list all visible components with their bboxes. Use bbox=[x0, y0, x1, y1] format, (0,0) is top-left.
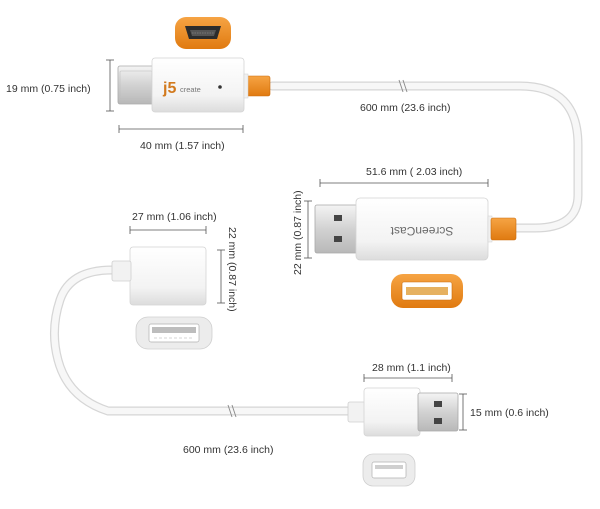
top-cable bbox=[267, 79, 583, 233]
cable-length-bottom-label: 600 mm (23.6 inch) bbox=[183, 444, 273, 456]
usb-female-length-label: 27 mm (1.06 inch) bbox=[132, 211, 217, 223]
usb-female-height-dimension: 22 mm (0.87 inch) bbox=[217, 227, 238, 312]
usb-female-body bbox=[129, 246, 207, 306]
j5create-logo: j5 bbox=[162, 80, 176, 97]
cable-length-top-label: 600 mm (23.6 inch) bbox=[360, 102, 450, 114]
hdmi-strain-relief bbox=[245, 75, 271, 97]
usb-a-port-icon bbox=[391, 274, 463, 308]
usb-male-height-dimension: 15 mm (0.6 inch) bbox=[459, 393, 549, 431]
hdmi-connector: j5 create bbox=[117, 57, 271, 113]
screencast-label: ScreenCast bbox=[390, 224, 453, 238]
usb-female-height-label: 22 mm (0.87 inch) bbox=[226, 227, 238, 312]
j5create-logo-suffix: create bbox=[180, 85, 201, 94]
dongle-length-label: 51.6 mm ( 2.03 inch) bbox=[366, 166, 462, 178]
bottom-cable bbox=[50, 265, 355, 418]
usb-male-height-label: 15 mm (0.6 inch) bbox=[470, 407, 549, 419]
dongle-usb-plug bbox=[314, 204, 360, 254]
usb-male-length-label: 28 mm (1.1 inch) bbox=[372, 362, 451, 374]
dongle-strain-relief bbox=[490, 217, 517, 241]
usb-female-connector bbox=[111, 246, 207, 306]
usb-male-plug bbox=[417, 392, 459, 432]
cable-break-mark-bottom bbox=[227, 404, 237, 418]
hdmi-metal-plug bbox=[117, 65, 155, 105]
hdmi-port-icon bbox=[175, 17, 231, 49]
usb-male-collar bbox=[347, 401, 367, 423]
usb-female-port-icon bbox=[135, 316, 213, 350]
usb-male-connector bbox=[347, 387, 459, 437]
hdmi-length-dimension: 40 mm (1.57 inch) bbox=[118, 125, 244, 152]
status-dot bbox=[218, 85, 222, 89]
usb-female-length-dimension: 27 mm (1.06 inch) bbox=[129, 211, 217, 234]
usb-male-length-dimension: 28 mm (1.1 inch) bbox=[363, 362, 453, 382]
hdmi-length-label: 40 mm (1.57 inch) bbox=[140, 140, 225, 152]
dongle-length-dimension: 51.6 mm ( 2.03 inch) bbox=[319, 166, 489, 187]
usb-a-plug-end-icon bbox=[362, 453, 416, 487]
usb-female-collar bbox=[111, 260, 132, 282]
dongle-height-dimension: 22 mm (0.87 inch) bbox=[292, 190, 312, 275]
screencast-dongle: ScreenCast bbox=[314, 197, 517, 261]
hdmi-height-dimension: 19 mm (0.75 inch) bbox=[6, 59, 114, 112]
cable-break-mark-top bbox=[398, 79, 408, 93]
usb-male-body bbox=[363, 387, 421, 437]
hdmi-height-label: 19 mm (0.75 inch) bbox=[6, 83, 91, 95]
dongle-height-label: 22 mm (0.87 inch) bbox=[292, 190, 304, 275]
